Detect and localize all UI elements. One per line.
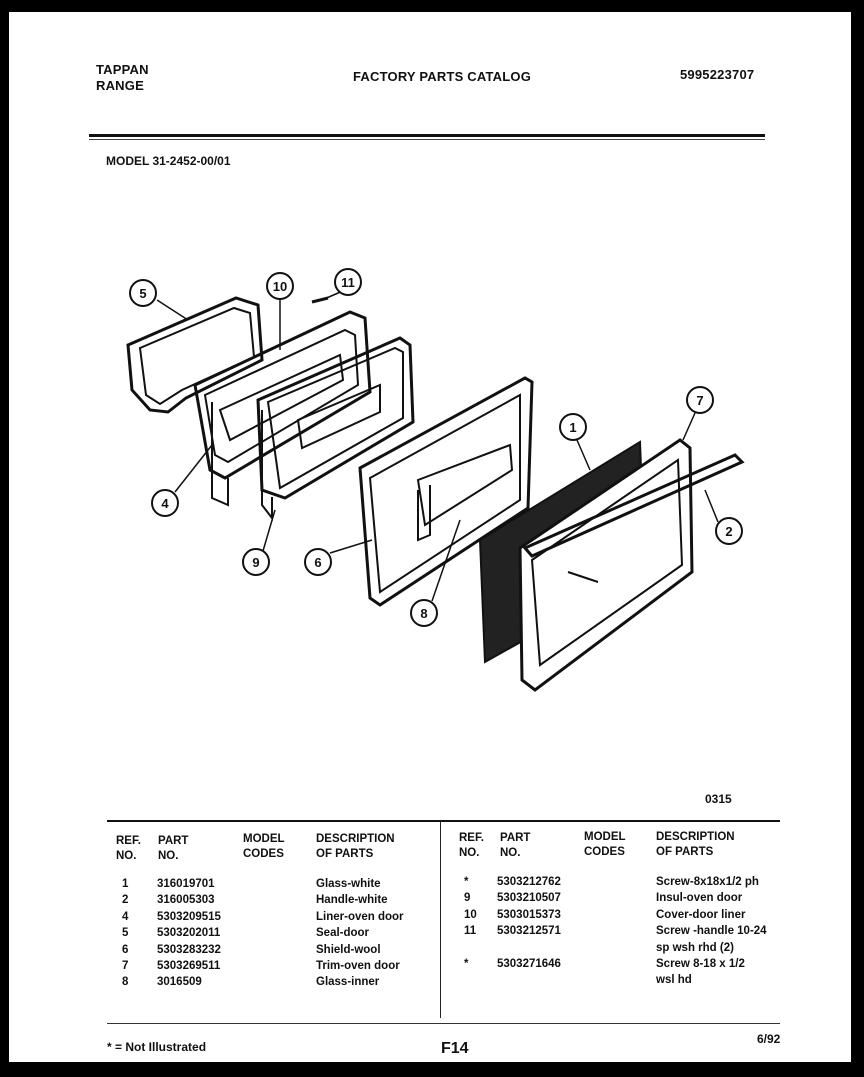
brand-line-1: TAPPAN — [96, 62, 149, 77]
right-ref-column: * 9 10 11 * — [464, 874, 477, 972]
table-cell: 5303210507 — [497, 892, 561, 905]
brand-line-2: RANGE — [96, 78, 144, 93]
table-cell: Handle-white — [316, 894, 388, 907]
left-ref-column: 1 2 4 5 6 7 8 — [122, 876, 128, 991]
catalog-title: FACTORY PARTS CATALOG — [353, 69, 532, 84]
table-cell: 5303212571 — [497, 925, 561, 938]
table-cell: 316005303 — [157, 894, 215, 907]
handle-white-part — [522, 453, 745, 558]
model-number: MODEL 31-2452-00/01 — [106, 154, 231, 168]
svg-text:5: 5 — [139, 286, 146, 301]
table-cell: 5303271646 — [497, 958, 561, 971]
svg-text:11: 11 — [341, 275, 355, 290]
svg-text:9: 9 — [252, 555, 259, 570]
table-cell: Screw-8x18x1/2 ph — [656, 876, 759, 888]
insul-oven-door-part — [256, 336, 415, 521]
header-rule-thin — [89, 139, 765, 140]
table-cell: 5303209515 — [157, 910, 221, 923]
table-cell: Screw 8-18 x 1/2 — [656, 958, 745, 971]
table-cell: 11 — [464, 925, 477, 938]
callout-2: 2 — [715, 517, 743, 545]
table-cell: 5303269511 — [157, 960, 221, 973]
table-cell: Cover-door liner — [656, 908, 746, 921]
liner-oven-door-part — [193, 310, 372, 507]
table-cell: 5303212762 — [497, 876, 561, 888]
seal-door-part — [126, 296, 264, 414]
left-part-column: 316019701 316005303 5303209515 5303202011 53… — [157, 876, 221, 991]
callout-4: 4 — [151, 489, 179, 517]
svg-text:7: 7 — [696, 393, 703, 408]
table-cell: 4 — [122, 910, 129, 923]
callout-11: 11 — [334, 268, 362, 296]
table-cell: 3016509 — [157, 976, 202, 989]
table-cell: 5 — [122, 927, 129, 940]
callout-5: 5 — [129, 279, 157, 307]
table-cell: Glass-white — [316, 878, 381, 890]
table-cell: * — [464, 958, 469, 971]
brand-title: TAPPAN RANGE — [96, 62, 149, 94]
table-cell: 9 — [464, 892, 471, 905]
table-cell: Shield-wool — [316, 943, 381, 956]
svg-text:6: 6 — [314, 555, 321, 570]
table-cell: Screw -handle 10-24 — [656, 925, 767, 938]
table-cell: 10 — [464, 908, 477, 921]
table-cell: Insul-oven door — [656, 892, 743, 905]
figure-code: 0315 — [705, 792, 732, 806]
svg-text:1: 1 — [569, 420, 576, 435]
right-part-column: 5303212762 5303210507 5303015373 5303212571… — [497, 874, 561, 972]
col-ref-header-right: REF.NO. — [459, 832, 484, 859]
table-cell: 316019701 — [157, 878, 215, 890]
table-cell: Seal-door — [316, 927, 370, 940]
table-cell: 2 — [122, 894, 129, 907]
table-bottom-rule — [107, 1023, 780, 1024]
header-rule — [89, 134, 765, 137]
callout-8: 8 — [410, 599, 438, 627]
svg-text:4: 4 — [161, 496, 169, 511]
table-cell: 5303283232 — [157, 943, 221, 956]
col-ref-header: REF.NO. — [116, 835, 141, 862]
table-cell: 6 — [122, 943, 129, 956]
svg-text:10: 10 — [273, 279, 287, 294]
table-cell: Liner-oven door — [316, 910, 404, 923]
table-cell: 1 — [122, 878, 129, 890]
not-illustrated-note: * = Not Illustrated — [107, 1040, 207, 1054]
table-cell: 7 — [122, 960, 129, 973]
revision-date: 6/92 — [757, 1032, 781, 1046]
catalog-page — [9, 12, 851, 1062]
callout-9: 9 — [242, 548, 270, 576]
table-top-rule — [107, 820, 780, 822]
table-cell: sp wsh rhd (2) — [656, 941, 734, 954]
callout-1: 1 — [559, 413, 587, 441]
table-cell: * — [464, 876, 469, 888]
callout-10: 10 — [266, 272, 294, 300]
svg-text:8: 8 — [420, 606, 427, 621]
shield-wool-part — [358, 376, 534, 607]
table-cell: 5303015373 — [497, 908, 561, 921]
table-cell: 8 — [122, 976, 129, 989]
svg-text:2: 2 — [725, 524, 732, 539]
callout-6: 6 — [304, 548, 332, 576]
page-number: F14 — [441, 1040, 469, 1057]
table-cell: 5303202011 — [157, 927, 221, 940]
table-cell: wsl hd — [656, 974, 692, 987]
table-cell: Trim-oven door — [316, 960, 400, 973]
table-cell: Glass-inner — [316, 976, 380, 989]
table-divider — [440, 822, 441, 1018]
callout-7: 7 — [686, 386, 714, 414]
catalog-number: 5995223707 — [680, 67, 755, 82]
